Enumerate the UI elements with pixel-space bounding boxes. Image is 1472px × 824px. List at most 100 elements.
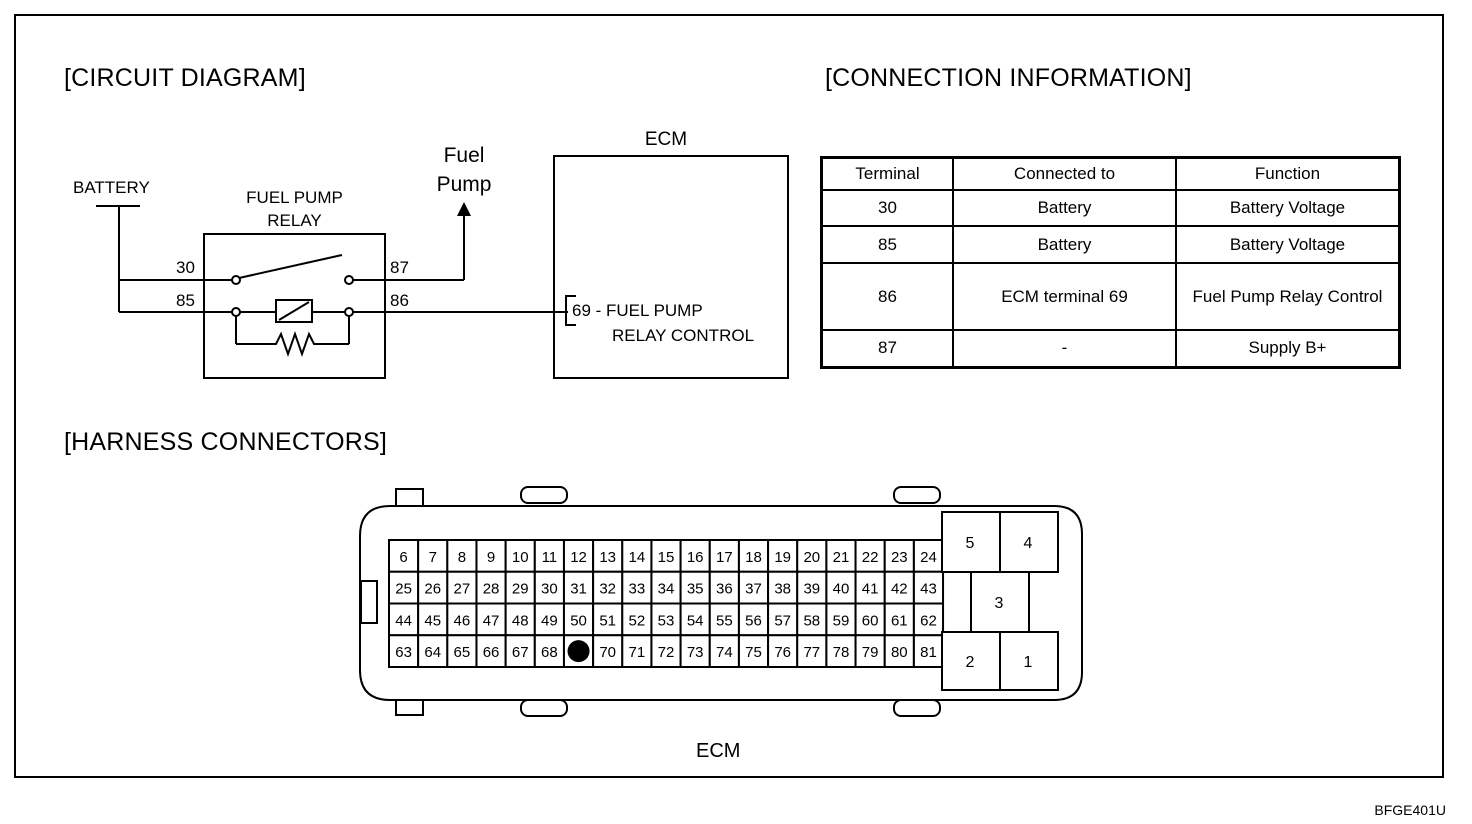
pin-label-66: 66 [483,644,500,661]
pin-cell-71 [621,634,653,668]
diagram-frame [14,14,1444,778]
pin-label-35: 35 [687,581,704,598]
pin-label-43: 43 [920,581,937,598]
table-row: 30 Battery Battery Voltage [820,189,1401,227]
pin-label-16: 16 [687,549,704,566]
table-row: 86 ECM terminal 69 Fuel Pump Relay Contr… [820,262,1401,331]
pin-label-9: 9 [487,549,495,566]
function-cell: Battery Voltage [1175,225,1401,264]
pin-label-61: 61 [891,612,908,629]
pin-label-22: 22 [862,549,879,566]
pin-label-52: 52 [629,612,646,629]
pin-69-highlight-dot [567,640,590,663]
pin-label-44: 44 [395,612,412,629]
pin-cell-52 [621,602,653,637]
pin-label-33: 33 [629,581,646,598]
pin-label-54: 54 [687,612,704,629]
pin-label-76: 76 [774,644,791,661]
pin-cell-70 [592,634,624,668]
relay-contact-30 [231,275,241,285]
pin-cell-73 [679,634,711,668]
pin-cell-54 [679,602,711,637]
pin-label-65: 65 [454,644,471,661]
pin-label-20: 20 [803,549,820,566]
pin-label-71: 71 [629,644,646,661]
terminal-86-label: 86 [390,291,409,310]
pin-cell-30 [533,570,565,605]
terminal-85-label: 85 [176,291,195,310]
pin-cell-59 [825,602,857,637]
pin-label-55: 55 [716,612,733,629]
function-cell: Battery Voltage [1175,189,1401,227]
pin-label-63: 63 [395,644,412,661]
pin-cell-42 [883,570,915,605]
pin-cell-53 [650,602,682,637]
large-pin-label-3: 3 [995,595,1004,612]
pin-label-19: 19 [774,549,791,566]
pin-cell-15 [650,539,682,573]
pin-label-68: 68 [541,644,558,661]
relay-label-line1: FUEL PUMP [246,188,343,207]
pin-cell-45 [417,602,449,637]
pin-label-24: 24 [920,549,937,566]
large-pin-cell-2 [941,631,1001,691]
pin-label-11: 11 [542,549,558,566]
pin-label-73: 73 [687,644,704,661]
terminal-cell: 87 [820,329,954,368]
pin-label-58: 58 [803,612,820,629]
pin-label-53: 53 [658,612,675,629]
pin-label-28: 28 [483,581,500,598]
terminal-87-label: 87 [390,258,409,277]
large-pin-cell-4 [999,511,1059,573]
pin-cell-8 [446,539,478,573]
pin-label-29: 29 [512,581,529,598]
pin-label-21: 21 [833,549,850,566]
harness-connectors-heading: [HARNESS CONNECTORS] [64,428,388,456]
fuel-pump-arrow-icon [457,202,471,216]
terminal-cell: 86 [820,262,954,331]
pin-label-62: 62 [920,612,937,629]
pin-cell-62 [912,602,945,637]
pin-label-7: 7 [429,549,437,566]
pin-label-80: 80 [891,644,908,661]
pin-label-64: 64 [424,644,441,661]
function-cell: Supply B+ [1175,329,1401,368]
pin-label-14: 14 [629,549,646,566]
table-header-row: Terminal Connected to Function [820,156,1401,191]
pin-label-25: 25 [395,581,412,598]
pin-label-72: 72 [658,644,675,661]
large-pin-cell-5 [941,511,1001,573]
connection-information-heading: [CONNECTION INFORMATION] [825,64,1192,92]
pin-label-45: 45 [424,612,441,629]
connected-to-cell: Battery [952,225,1177,264]
function-cell: Fuel Pump Relay Control [1175,262,1401,331]
pin-label-38: 38 [774,581,791,598]
table-row: 85 Battery Battery Voltage [820,225,1401,264]
pin-label-13: 13 [599,549,616,566]
battery-label: BATTERY [73,178,150,197]
pin-label-39: 39 [803,581,820,598]
pin-cell-50 [562,602,595,637]
relay-contact-85 [231,307,241,317]
large-pin-label-1: 1 [1024,654,1033,671]
pin-cell-67 [504,634,536,668]
relay-label-line2: RELAY [267,211,322,230]
pin-label-56: 56 [745,612,762,629]
header-function: Function [1175,156,1401,191]
pin-label-34: 34 [658,581,675,598]
connection-information-table: Terminal Connected to Function 30 Batter… [820,156,1401,369]
terminal-30-label: 30 [176,258,195,277]
pin-cell-75 [737,634,770,668]
large-pin-cell-1 [999,631,1059,691]
circuit-diagram-heading: [CIRCUIT DIAGRAM] [64,64,306,92]
pin-label-74: 74 [716,644,733,661]
pin-label-41: 41 [862,581,879,598]
fuel-pump-label-line2: Pump [436,173,492,196]
pin-cell-65 [446,634,478,668]
ecm-pin-label-line2: RELAY CONTROL [612,326,755,345]
pin-label-15: 15 [658,549,675,566]
pin-label-60: 60 [862,612,879,629]
pin-label-23: 23 [891,549,908,566]
pin-label-48: 48 [512,612,529,629]
